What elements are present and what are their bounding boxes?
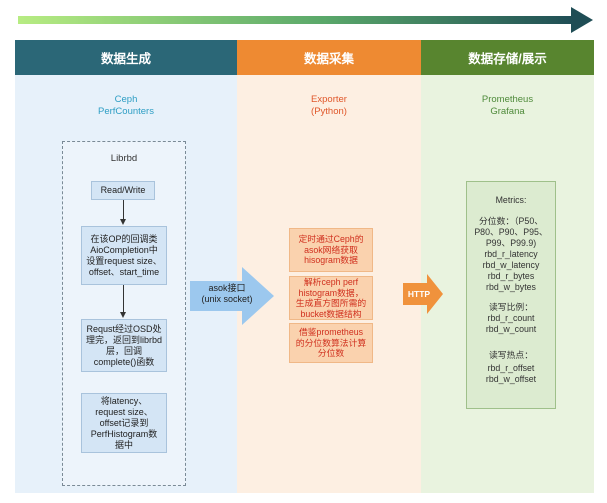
step-line: 在该OP的回调类 — [90, 233, 158, 244]
connector-line — [123, 285, 124, 313]
metrics-hotspot-title: 读写热点： — [489, 350, 533, 360]
metrics-box — [466, 181, 556, 409]
collect-line: histogram数据， — [298, 287, 364, 298]
asok-label-line: asok接口 — [208, 283, 246, 293]
metric-item: rbd_w_count — [485, 324, 537, 334]
step-line: offset、start_time — [88, 266, 160, 277]
metrics-ratio-title: 读写比例： — [489, 302, 533, 312]
header-data-storage: 数据存储/展示 — [421, 40, 594, 75]
librbd-title: Librbd — [110, 153, 138, 164]
step-line: AioCompletion中 — [90, 244, 158, 255]
step-line: 设置request size、 — [86, 255, 162, 266]
connector-arrowhead — [120, 219, 126, 225]
step-record-histogram: 将latency、 request size、 offset记录到 PerfHi… — [81, 393, 167, 453]
generation-source: Ceph PerfCounters — [15, 94, 237, 118]
metrics-quantile-line: P80、P90、P95、 — [474, 227, 548, 237]
collect-line: 分位数 — [317, 348, 345, 359]
collect-step-quantile: 借鉴prometheus 的分位数算法计算 分位数 — [289, 323, 373, 363]
collect-step-parse: 解析ceph perf histogram数据， 生成直方图所需的 bucket… — [289, 276, 373, 320]
metric-item: rbd_r_latency — [484, 249, 538, 259]
asok-label-line: (unix socket) — [201, 294, 253, 304]
http-arrow — [403, 274, 443, 314]
collect-line: bucket数据结构 — [300, 308, 362, 319]
step-line: Read/Write — [100, 185, 146, 195]
collection-source-line: (Python) — [311, 106, 347, 117]
generation-source-line: Ceph — [114, 94, 138, 105]
metrics-quantile-line: P99、P99.9) — [485, 238, 537, 248]
collect-line: asok网络获取 — [304, 244, 358, 255]
connector-line — [123, 200, 124, 220]
collection-source-line: Exporter — [311, 94, 347, 105]
step-line: complete()函数 — [93, 356, 155, 367]
header-data-generation: 数据生成 — [15, 40, 237, 75]
step-line: 理完，返回到librbd — [85, 334, 162, 345]
collect-line: 定时通过Ceph的 — [298, 234, 364, 245]
metrics-title: Metrics: — [495, 195, 527, 205]
metric-item: rbd_r_bytes — [487, 271, 535, 281]
connector-arrowhead — [120, 312, 126, 318]
step-line: 层，回调 — [105, 345, 142, 356]
header-data-collection: 数据采集 — [237, 40, 421, 75]
metric-item: rbd_w_latency — [482, 260, 540, 270]
http-label: HTTP — [407, 289, 431, 299]
metric-item: rbd_r_offset — [487, 363, 535, 373]
metrics-quantile-line: 分位数：（P50、 — [478, 216, 544, 226]
storage-source: Prometheus Grafana — [421, 94, 594, 118]
step-read-write: Read/Write — [91, 181, 155, 200]
flow-direction-arrow — [18, 7, 593, 33]
asok-label: asok接口 (unix socket) — [192, 283, 262, 305]
step-line: offset记录到 — [99, 417, 149, 428]
step-line: Requst经过OSD处 — [86, 323, 162, 334]
collection-source: Exporter (Python) — [237, 94, 421, 118]
step-line: PerfHistogram数 — [90, 428, 158, 439]
collect-line: 生成直方图所需的 — [295, 298, 367, 308]
metric-item: rbd_w_offset — [485, 374, 537, 384]
step-set-request-info: 在该OP的回调类 AioCompletion中 设置request size、 … — [81, 226, 167, 285]
step-line: 将latency、 — [100, 395, 148, 406]
storage-source-line: Grafana — [490, 106, 525, 117]
collect-line: 借鉴prometheus — [298, 327, 364, 338]
step-line: request size、 — [95, 406, 153, 417]
collect-line: 解析ceph perf — [303, 277, 359, 287]
asok-arrow — [190, 267, 274, 325]
storage-source-line: Prometheus — [481, 94, 534, 105]
collect-line: hisogram数据 — [304, 255, 358, 266]
metric-item: rbd_w_bytes — [486, 282, 536, 292]
step-line: 据中 — [114, 439, 133, 450]
collect-step-fetch: 定时通过Ceph的 asok网络获取 hisogram数据 — [289, 228, 373, 272]
metric-item: rbd_r_count — [487, 313, 535, 323]
collect-line: 的分位数算法计算 — [295, 337, 367, 348]
generation-source-line: PerfCounters — [98, 106, 154, 117]
step-osd-callback: Requst经过OSD处 理完，返回到librbd 层，回调 complete(… — [81, 319, 167, 372]
